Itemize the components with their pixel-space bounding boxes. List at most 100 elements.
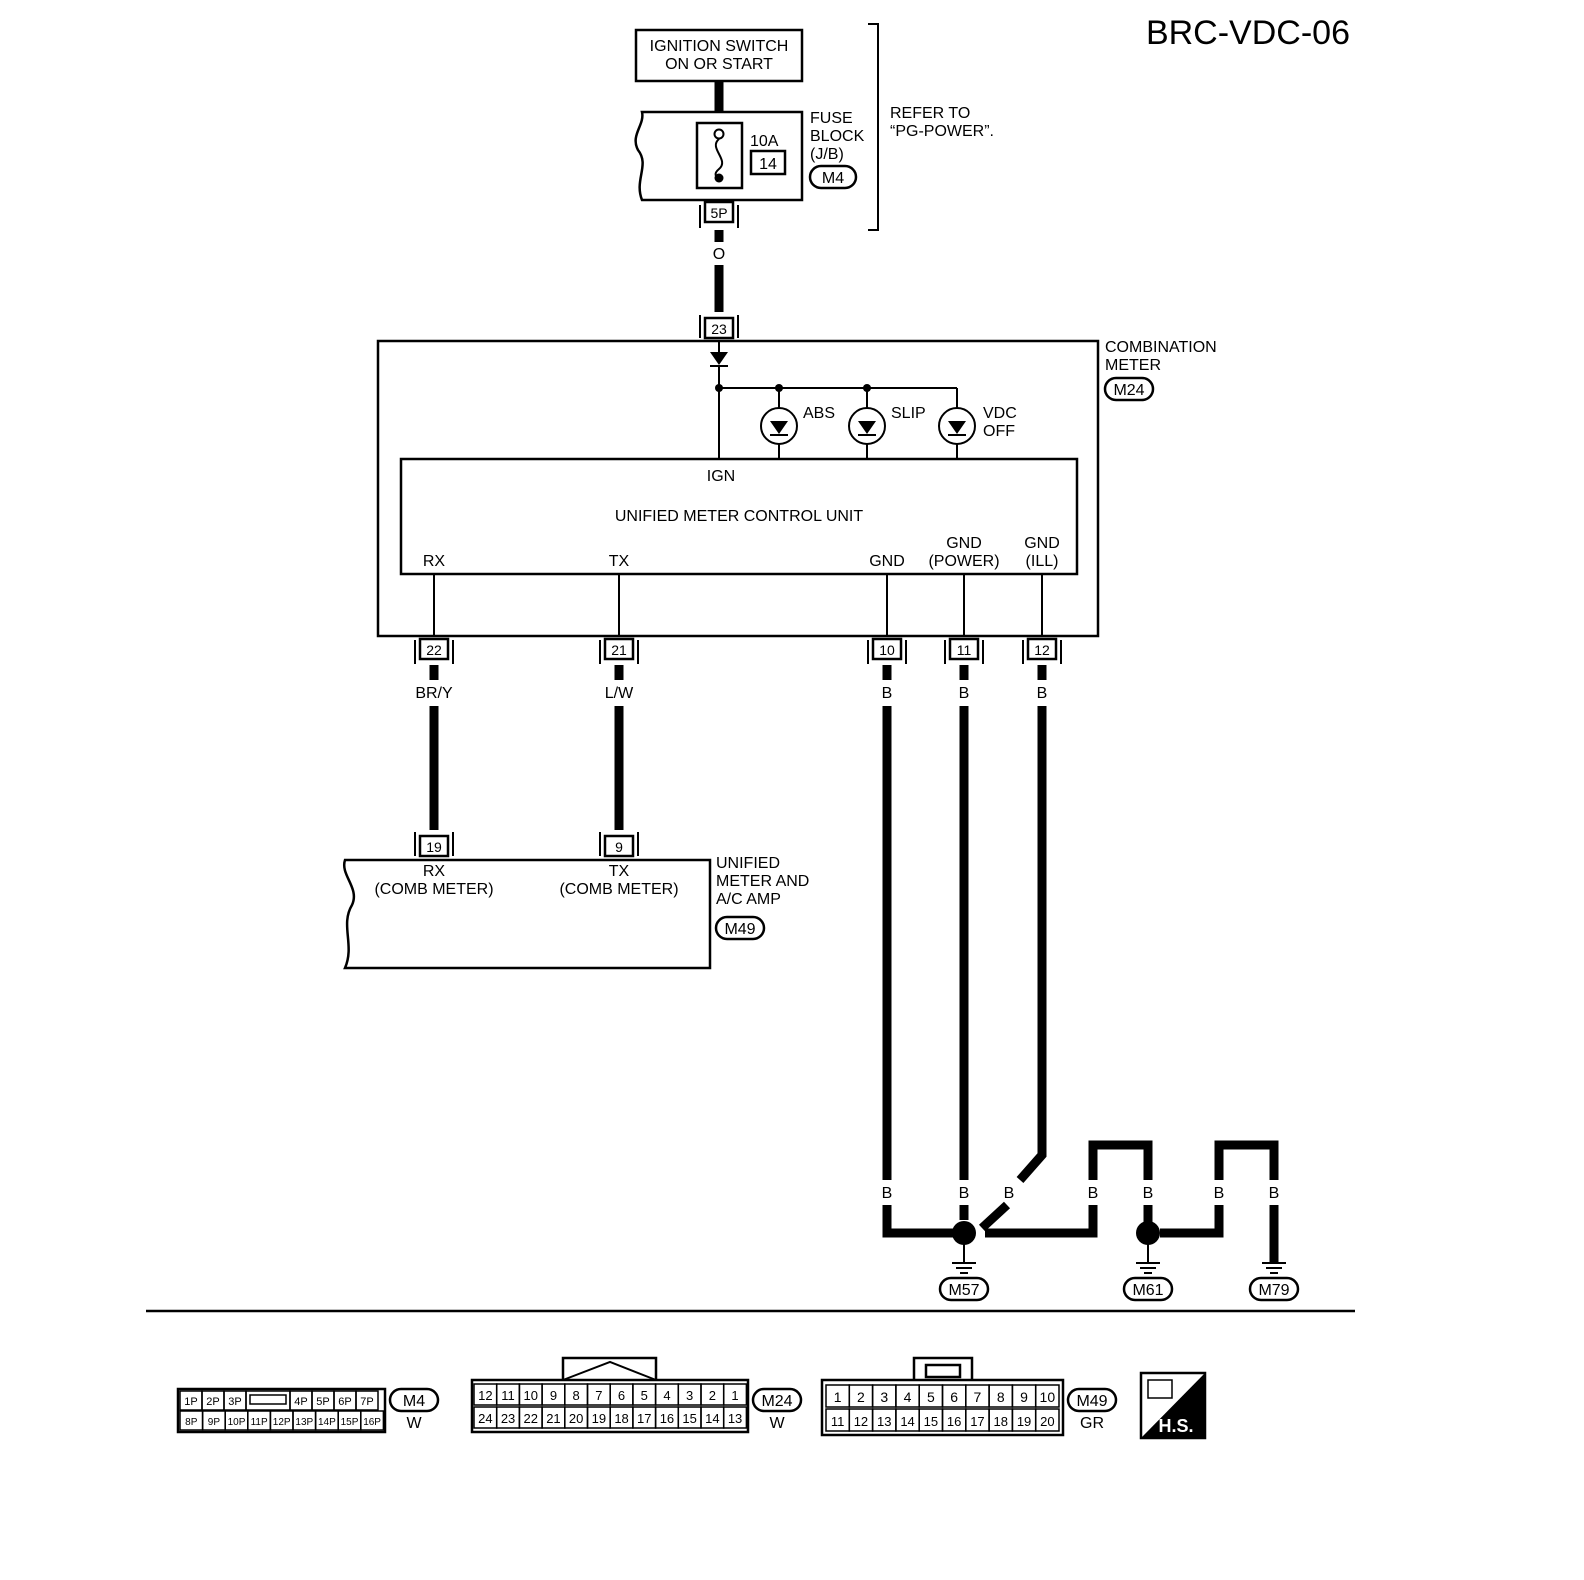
connector-pin-label: 24	[478, 1411, 492, 1426]
amp-rx-label-2: (COMB METER)	[374, 881, 493, 898]
connector-pin-label: 4	[904, 1389, 912, 1405]
lamp-vdc-off: VDC OFF	[938, 388, 1017, 459]
amp-label-1: UNIFIED	[716, 855, 780, 872]
connector-cell	[360, 1410, 385, 1431]
connector-cell	[1034, 1384, 1060, 1408]
connector-pin-label: 8	[573, 1388, 580, 1403]
combination-meter-connector: M24	[1113, 382, 1144, 399]
wire-color-gnd-10: B	[882, 685, 893, 702]
control-unit-title: UNIFIED METER CONTROL UNIT	[615, 508, 864, 525]
connector-pin-label: 11	[501, 1388, 515, 1403]
wire-color-gnd-d: B	[1088, 1185, 1099, 1202]
connector-pin-label: 1	[731, 1388, 738, 1403]
wire-color-tx: L/W	[605, 685, 634, 702]
connector-m49-color: GR	[1080, 1415, 1104, 1432]
connector-cell	[1034, 1408, 1060, 1432]
fuse-rating: 10A	[750, 133, 779, 150]
connector-pin-label: 10P	[228, 1417, 246, 1428]
wire-color-gnd-e: B	[1143, 1185, 1154, 1202]
ignition-switch-label-2: ON OR START	[665, 56, 773, 73]
ignition-switch-label-1: IGNITION SWITCH	[650, 38, 789, 55]
connector-pin-label: 16	[947, 1414, 961, 1429]
connector-pin-label: 5	[927, 1389, 935, 1405]
connector-pin-label: 18	[994, 1414, 1008, 1429]
terminal-9-label: 9	[615, 839, 623, 855]
terminal-22-label: 22	[426, 642, 442, 658]
wire-color-gnd-g: B	[1269, 1185, 1280, 1202]
connector-pin-label: 6	[950, 1389, 958, 1405]
connector-m4-color: W	[406, 1415, 422, 1432]
connector-pin-label: 2	[709, 1388, 716, 1403]
terminal-19-label: 19	[426, 839, 442, 855]
connector-pin-label: 19	[1017, 1414, 1031, 1429]
connector-pin-label: 15P	[341, 1417, 359, 1428]
connector-m24-name: M24	[761, 1393, 792, 1410]
connector-pin-label: 6	[618, 1388, 625, 1403]
ground-m79-label: M79	[1258, 1282, 1289, 1299]
refer-note: REFER TO “PG-POWER”.	[868, 23, 994, 231]
connector-pin-label: 13P	[295, 1417, 313, 1428]
terminal-5p: 5P	[699, 200, 739, 228]
connector-pin-label: 11P	[251, 1417, 268, 1428]
connector-pin-label: 13	[728, 1411, 742, 1426]
terminal-9: 9	[599, 832, 639, 858]
terminal-21-label: 21	[611, 642, 627, 658]
connector-pin-label: 16	[660, 1411, 674, 1426]
combination-meter-label-2: METER	[1105, 357, 1161, 374]
lamp-slip-label: SLIP	[891, 405, 926, 422]
fuse-block-connector: M4	[822, 170, 844, 187]
terminal-19: 19	[414, 832, 454, 858]
pin-gnd-power-label-2: (POWER)	[928, 553, 999, 570]
connector-pin-label: 9	[1020, 1389, 1028, 1405]
pin-gnd-ill-label-1: GND	[1024, 535, 1060, 552]
ground-wiring	[882, 706, 1279, 1262]
lamp-slip: SLIP	[848, 384, 926, 459]
unified-meter-control-unit: IGN UNIFIED METER CONTROL UNIT RX TX GND…	[399, 457, 1079, 576]
terminal-21: 21	[599, 637, 639, 664]
connector-pin-label: 8	[997, 1389, 1005, 1405]
connector-pin-label: 2	[857, 1389, 865, 1405]
lamp-vdc-label-2: OFF	[983, 423, 1015, 440]
connector-pin-label: 14	[900, 1414, 914, 1429]
wire-color-gnd-b: B	[959, 1185, 970, 1202]
connector-pin-label: 20	[1040, 1414, 1054, 1429]
wire-color-gnd-11: B	[959, 685, 970, 702]
amp-tx-label-1: TX	[609, 863, 630, 880]
amp-tx-label-2: (COMB METER)	[559, 881, 678, 898]
pin-gnd-ill-label-2: (ILL)	[1026, 553, 1059, 570]
connector-pin-label: 15	[924, 1414, 938, 1429]
connector-pin-label: 15	[682, 1411, 696, 1426]
connector-pin-label: 7	[974, 1389, 982, 1405]
connector-pin-label: 9	[550, 1388, 557, 1403]
connector-m24-color: W	[769, 1415, 785, 1432]
control-unit-ign: IGN	[707, 468, 735, 485]
terminal-22: 22	[414, 637, 454, 664]
connector-pin-label: 2P	[206, 1396, 219, 1408]
connector-pin-label: 17	[970, 1414, 984, 1429]
amp-label-3: A/C AMP	[716, 891, 781, 908]
wire-color-gnd-c: B	[1004, 1185, 1015, 1202]
connector-pin-label: 12	[478, 1388, 492, 1403]
connector-pin-label: 21	[546, 1411, 560, 1426]
connector-pin-label: 4	[663, 1388, 670, 1403]
refer-label-2: “PG-POWER”.	[890, 123, 994, 140]
connector-pin-label: 20	[569, 1411, 583, 1426]
pin-rx-label: RX	[423, 553, 446, 570]
combination-meter-label-1: COMBINATION	[1105, 339, 1217, 356]
amp-label-2: METER AND	[716, 873, 809, 890]
connector-pin-label: 10	[1040, 1389, 1056, 1405]
hs-logo-text: H.S.	[1158, 1416, 1193, 1436]
connector-pin-label: 4P	[294, 1396, 307, 1408]
connector-pin-label: 12P	[273, 1417, 291, 1428]
internal-pin-lines	[433, 574, 1043, 636]
ground-m57: M57	[938, 1262, 990, 1302]
fuse-number: 14	[759, 156, 777, 173]
ground-m61-label: M61	[1132, 1282, 1163, 1299]
connector-m4-name: M4	[403, 1393, 425, 1410]
connector-pin-label: 10	[524, 1388, 538, 1403]
